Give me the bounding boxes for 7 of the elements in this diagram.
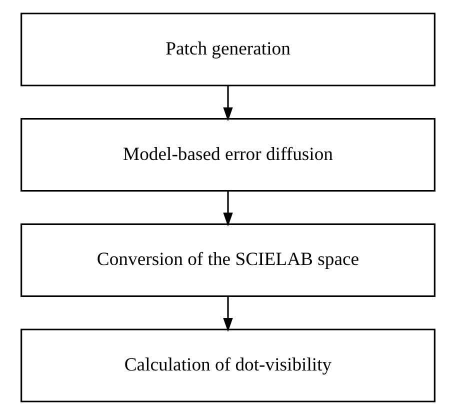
arrow	[223, 86, 233, 122]
arrow	[223, 190, 233, 227]
node-box: Conversion of the SCIELAB space	[20, 223, 436, 297]
node-box: Calculation of dot-visibility	[20, 328, 436, 402]
node-box: Model-based error diffusion	[20, 118, 436, 192]
arrow	[223, 296, 233, 332]
node-box: Patch generation	[20, 12, 436, 86]
